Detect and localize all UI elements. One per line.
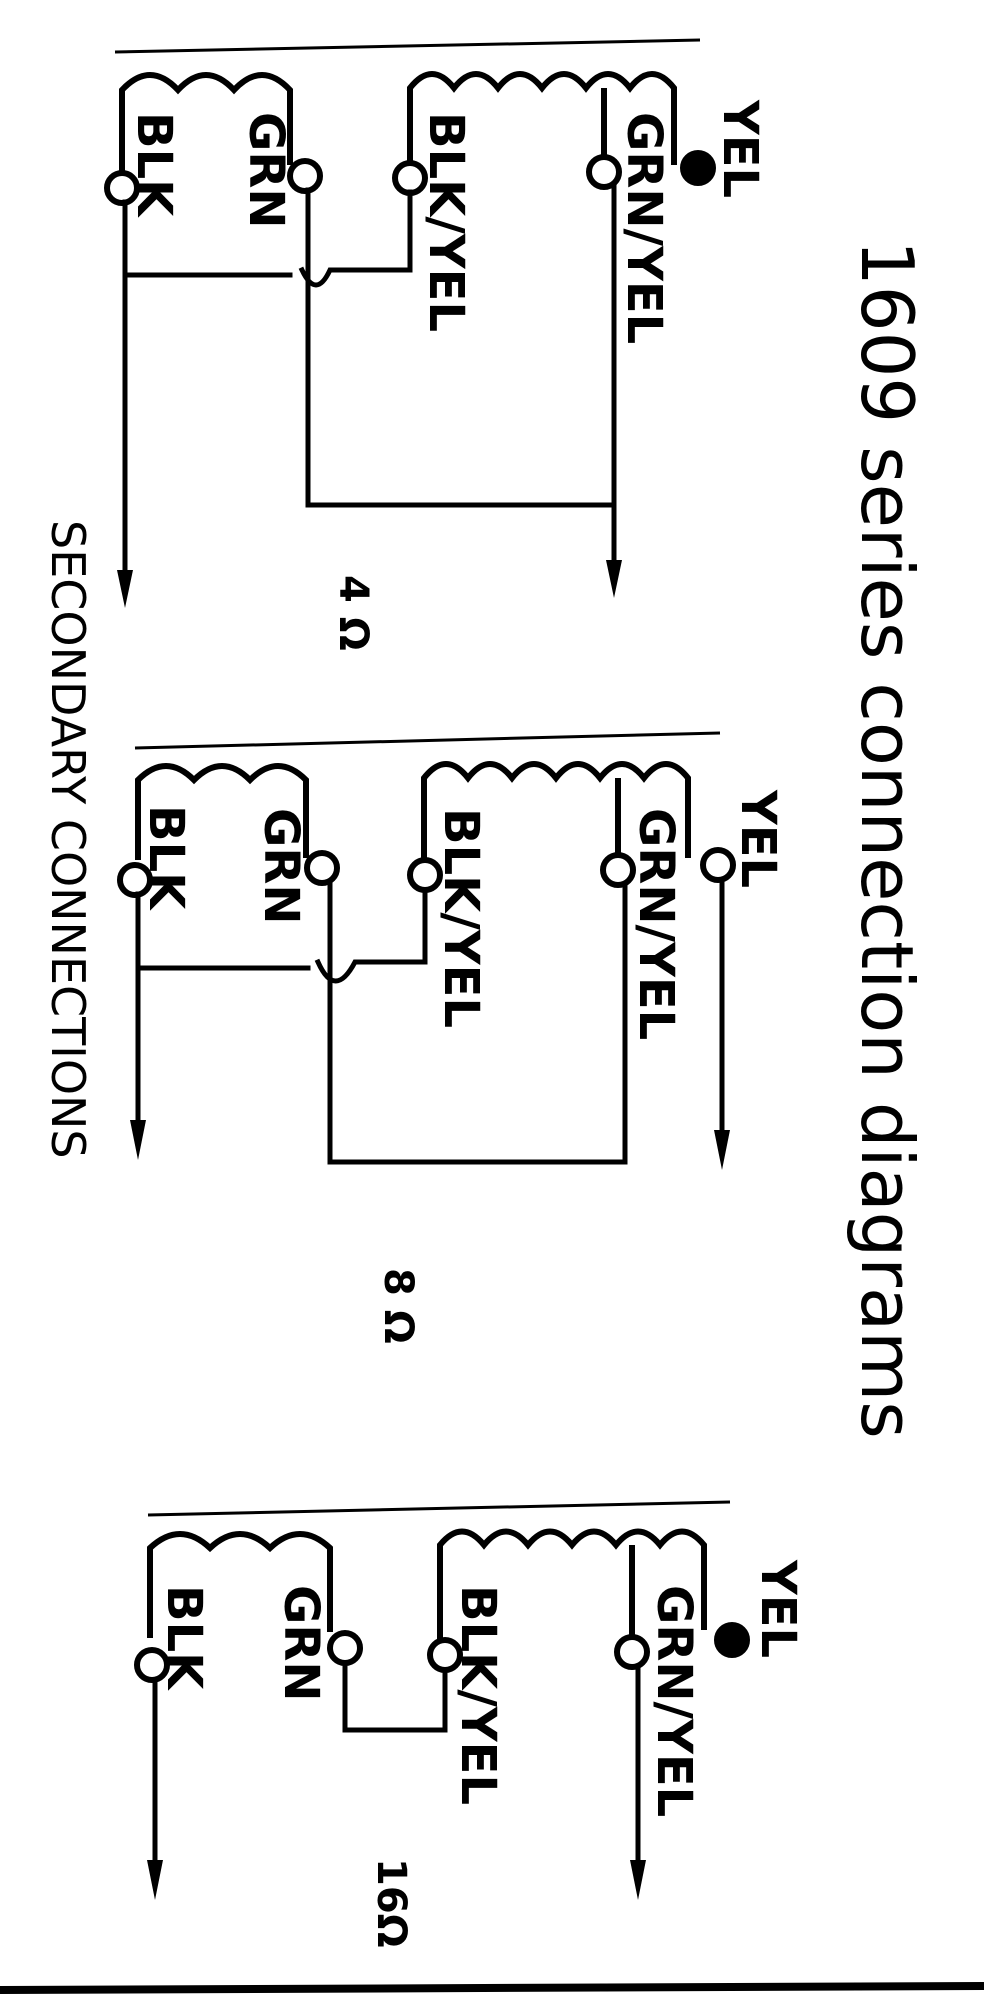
arrow-grn-yel bbox=[630, 1860, 646, 1900]
arrow-blk bbox=[147, 1860, 163, 1900]
label-grn-yel: GRN/YEL bbox=[628, 808, 684, 1040]
terminal-blk bbox=[104, 170, 140, 206]
terminal-grn-yel bbox=[600, 852, 636, 888]
label-grn: GRN bbox=[253, 808, 309, 925]
terminal-grn bbox=[327, 1630, 363, 1666]
wire-blk-yel-jumper bbox=[314, 887, 428, 984]
winding-left bbox=[119, 72, 293, 172]
label-blk-yel: BLK/YEL bbox=[433, 808, 489, 1028]
label-yel: YEL bbox=[730, 789, 786, 888]
impedance-label: 8 Ω bbox=[375, 1268, 421, 1344]
diagram-16-ohm: BLK GRN BLK/YEL GRN/YEL YEL 16Ω bbox=[134, 1500, 806, 1948]
page-edge bbox=[0, 1982, 984, 1994]
label-grn-yel: GRN/YEL bbox=[616, 112, 672, 344]
label-grn: GRN bbox=[238, 112, 294, 229]
arrow-blk bbox=[117, 570, 133, 608]
label-grn-yel: GRN/YEL bbox=[646, 1585, 702, 1817]
terminal-grn-yel bbox=[614, 1634, 650, 1670]
wire-grn-blk-yel-jumper bbox=[342, 1660, 448, 1733]
winding-right bbox=[437, 1528, 707, 1640]
secondary-caption: SECONDARY CONNECTIONS bbox=[41, 520, 95, 1159]
terminal-grn bbox=[304, 850, 340, 886]
core-line bbox=[134, 731, 721, 750]
terminal-yel bbox=[700, 847, 736, 883]
arrow-yel bbox=[714, 1130, 730, 1170]
terminal-grn bbox=[287, 158, 323, 194]
core-line bbox=[114, 38, 701, 54]
core-line bbox=[147, 1500, 731, 1517]
impedance-label: 4 Ω bbox=[330, 575, 376, 651]
wire-grn-output bbox=[305, 187, 617, 508]
page-title: 1609 series connection diagrams bbox=[845, 240, 929, 1439]
wire-grn-output bbox=[327, 879, 628, 1165]
arrow-blk bbox=[130, 1120, 146, 1160]
label-yel: YEL bbox=[712, 99, 768, 198]
label-blk-yel: BLK/YEL bbox=[418, 112, 474, 332]
label-blk-yel: BLK/YEL bbox=[450, 1585, 506, 1805]
terminal-blk bbox=[134, 1647, 170, 1683]
wire-blk-yel-jumper bbox=[298, 189, 413, 288]
impedance-label: 16Ω bbox=[368, 1858, 414, 1948]
diagram-8-ohm: BLK GRN BLK/YEL GRN/YEL YEL 8 Ω bbox=[117, 731, 786, 1344]
winding-right bbox=[407, 71, 677, 168]
terminal-blk bbox=[117, 862, 153, 898]
winding-right bbox=[421, 761, 691, 862]
terminal-yel bbox=[680, 150, 716, 186]
terminal-grn-yel bbox=[586, 154, 622, 190]
winding-left bbox=[135, 763, 309, 860]
winding-left bbox=[147, 1531, 333, 1638]
terminal-yel bbox=[714, 1622, 750, 1658]
label-yel: YEL bbox=[750, 1559, 806, 1658]
label-blk: BLK bbox=[126, 112, 182, 218]
label-blk: BLK bbox=[138, 805, 194, 911]
label-blk: BLK bbox=[156, 1585, 212, 1691]
arrow-grn-yel bbox=[606, 560, 622, 598]
label-grn: GRN bbox=[273, 1585, 329, 1702]
diagram-4-ohm: BLK GRN BLK/YEL GRN/YEL YEL 4 Ω bbox=[104, 38, 768, 651]
